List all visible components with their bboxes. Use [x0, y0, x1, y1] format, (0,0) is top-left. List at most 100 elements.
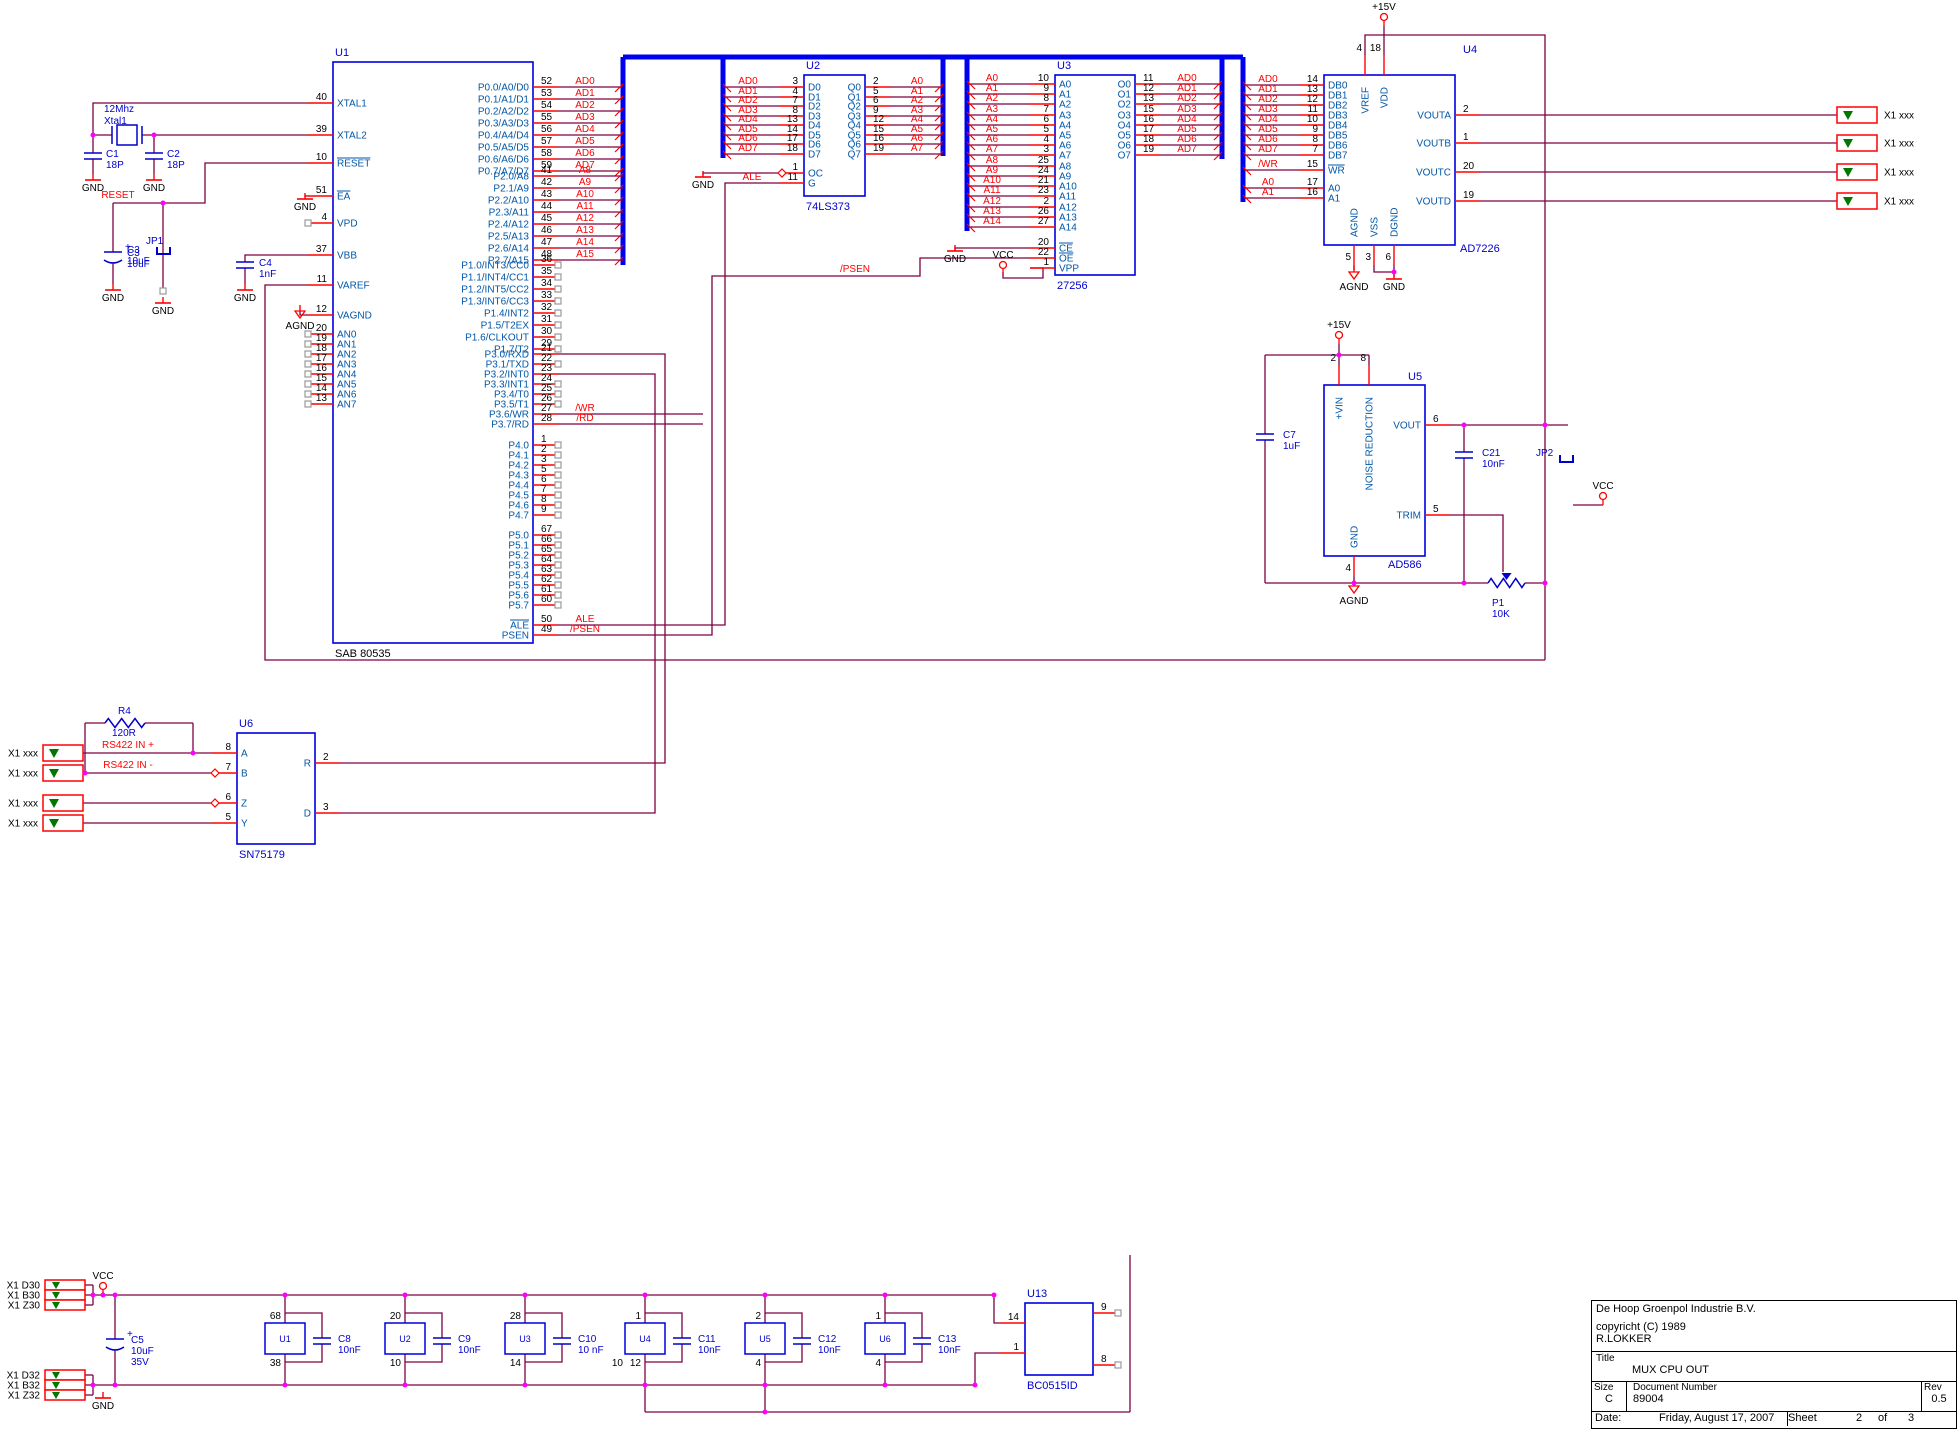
x1-connector[interactable]: X1 xxx [8, 744, 84, 762]
author: R.LOKKER [1596, 1333, 1652, 1345]
svg-text:P2.1/A9: P2.1/A9 [493, 184, 529, 195]
x1-connector[interactable]: X1 Z32 [8, 1389, 86, 1402]
svg-text:26: 26 [541, 393, 553, 404]
x1-connector[interactable]: X1 xxx [8, 794, 84, 812]
svg-text:P1.7/T2: P1.7/T2 [494, 345, 529, 356]
x1-connector[interactable]: X1 xxx [1836, 134, 1914, 152]
gnd-symbol: GND [692, 171, 714, 191]
svg-text:12: 12 [873, 114, 885, 125]
svg-text:C5: C5 [131, 1335, 144, 1346]
svg-text:17: 17 [787, 133, 799, 144]
svg-text:AD4: AD4 [1177, 114, 1197, 125]
label: Xtal1 [104, 116, 127, 127]
svg-text:VAREF: VAREF [337, 281, 370, 292]
svg-text:X1 B30: X1 B30 [7, 1291, 40, 1302]
svg-text:10nF: 10nF [938, 1345, 961, 1356]
svg-text:A0: A0 [986, 73, 999, 84]
svg-text:AGND: AGND [1340, 596, 1369, 607]
svg-text:15: 15 [316, 373, 328, 384]
svg-text:C8: C8 [338, 1334, 351, 1345]
svg-text:/PSEN: /PSEN [840, 264, 870, 275]
x1-connector[interactable]: X1 xxx [1836, 192, 1914, 210]
unconnected-pin [554, 360, 562, 368]
svg-text:A12: A12 [983, 196, 1001, 207]
x1-connector[interactable]: X1 xxx [1836, 163, 1914, 181]
svg-text:P0.2/A2/D2: P0.2/A2/D2 [478, 107, 530, 118]
gnd-symbol: GND [152, 297, 174, 317]
svg-text:C21: C21 [1482, 448, 1501, 459]
svg-text:54: 54 [541, 100, 553, 111]
unconnected-pin [554, 471, 562, 479]
svg-text:P3.6/WR: P3.6/WR [489, 410, 529, 421]
unconnected-pin [304, 380, 312, 388]
svg-text:AN3: AN3 [337, 360, 357, 371]
svg-text:OC: OC [808, 169, 823, 180]
resistor-r4[interactable] [104, 717, 146, 729]
ic-u2[interactable]: U274LS3733D0AD04D1AD17D2AD28D3AD313D4AD4… [722, 60, 944, 213]
junction-dot [1461, 422, 1467, 428]
title-label: Title [1596, 1353, 1615, 1364]
svg-text:11: 11 [317, 274, 328, 285]
svg-text:D2: D2 [808, 102, 821, 113]
ic-u4[interactable]: U4AD722614DB0AD013DB1AD112DB2AD211DB3AD3… [1242, 43, 1500, 265]
svg-text:1nF: 1nF [259, 269, 276, 280]
ic-u3[interactable]: U32725610A0A09A1A18A2A27A3A36A4A45A5A54A… [966, 60, 1223, 292]
svg-text:VCC: VCC [992, 250, 1013, 261]
svg-text:AD0: AD0 [738, 76, 758, 87]
label: + [127, 1329, 133, 1340]
svg-text:2: 2 [873, 76, 879, 87]
svg-text:P1.6/CLKOUT: P1.6/CLKOUT [465, 333, 529, 344]
x1-connector[interactable]: X1 xxx [8, 814, 84, 832]
svg-text:P4.2: P4.2 [508, 461, 529, 472]
crystal-xtal1[interactable] [111, 124, 143, 146]
svg-text:A0: A0 [1059, 80, 1072, 91]
svg-text:27: 27 [541, 403, 553, 414]
part-number: AD586 [1388, 559, 1422, 571]
label: JP2 [1536, 448, 1554, 459]
unconnected-pin [554, 321, 562, 329]
svg-text:12: 12 [630, 1358, 642, 1369]
svg-text:P1.1/INT4/CC1: P1.1/INT4/CC1 [461, 273, 529, 284]
svg-text:29: 29 [541, 338, 553, 349]
svg-text:AD2: AD2 [1177, 93, 1197, 104]
svg-text:A9: A9 [1059, 172, 1072, 183]
svg-text:X1 xxx: X1 xxx [1884, 139, 1914, 150]
svg-text:C2: C2 [167, 149, 180, 160]
svg-text:3: 3 [541, 454, 547, 465]
jumper-jp2[interactable] [1559, 455, 1574, 463]
svg-text:7: 7 [792, 95, 798, 106]
potentiometer-p1[interactable] [1487, 573, 1526, 589]
svg-text:AN1: AN1 [337, 340, 357, 351]
svg-text:67: 67 [541, 524, 553, 535]
svg-text:64: 64 [541, 554, 553, 565]
svg-text:17: 17 [1307, 177, 1319, 188]
svg-text:VCC: VCC [1592, 481, 1613, 492]
x1-connector[interactable]: X1 xxx [8, 764, 84, 782]
svg-text:37: 37 [316, 244, 328, 255]
svg-text:A0: A0 [1262, 177, 1275, 188]
x1-connector[interactable]: X1 xxx [1836, 106, 1914, 124]
jumper-jp1[interactable] [156, 247, 171, 255]
svg-text:6: 6 [1043, 114, 1049, 125]
x1-connector[interactable]: X1 Z30 [8, 1299, 86, 1312]
svg-text:EA: EA [337, 192, 351, 203]
svg-text:GND: GND [692, 180, 714, 191]
svg-text:3: 3 [1043, 144, 1049, 155]
